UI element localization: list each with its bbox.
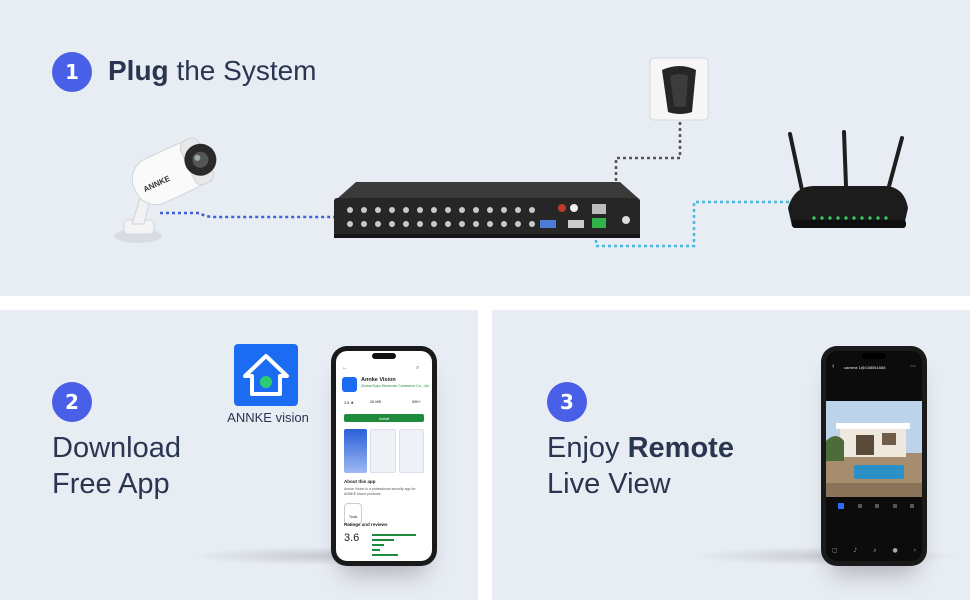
store-size: 26 MB bbox=[370, 400, 381, 404]
screenshot-2 bbox=[370, 429, 396, 473]
about-heading: About this app bbox=[344, 479, 376, 484]
step-3-title-line2: Live View bbox=[547, 468, 671, 500]
back-chevron-icon[interactable]: ‹ bbox=[832, 363, 835, 370]
rating-bar-5 bbox=[372, 534, 416, 536]
screenshot-3 bbox=[398, 429, 424, 473]
rating-bar-3 bbox=[372, 544, 384, 546]
step-2-title: Download Free App bbox=[52, 430, 181, 502]
phone-notch bbox=[372, 353, 396, 359]
power-adapter-icon bbox=[649, 57, 709, 121]
router-icon bbox=[788, 130, 908, 228]
category-tag[interactable]: Tools bbox=[344, 503, 363, 525]
app-store-screen: ← ⌕ Annke Vision Zhuhai Dayu Electronic … bbox=[336, 351, 432, 561]
channel-3[interactable] bbox=[875, 504, 879, 508]
forward-icon[interactable]: › bbox=[913, 547, 916, 554]
search-icon[interactable]: ⌕ bbox=[416, 365, 420, 371]
step-2-badge: 2 bbox=[52, 382, 92, 422]
about-text: Annke Vision is a professional security … bbox=[344, 487, 416, 496]
channel-1[interactable] bbox=[838, 503, 844, 509]
channel-selector[interactable] bbox=[838, 503, 914, 509]
control-bar: ▢ ♪ ⌕ ● › bbox=[832, 547, 916, 555]
record-icon[interactable]: ● bbox=[892, 547, 898, 554]
step-1-title-bold: Plug bbox=[108, 55, 169, 86]
channel-5[interactable] bbox=[910, 504, 914, 508]
rating-bar-1 bbox=[372, 554, 398, 556]
more-icon[interactable]: ⋯ bbox=[910, 364, 916, 370]
phone-notch-right bbox=[862, 353, 886, 359]
install-label: Install bbox=[378, 415, 390, 421]
power-cable bbox=[614, 110, 682, 200]
app-icon-label: ANNKE vision bbox=[227, 410, 309, 425]
back-arrow-icon[interactable]: ← bbox=[342, 365, 348, 371]
category-tag-label: Tools bbox=[349, 515, 358, 519]
step-1-title-rest: the System bbox=[168, 55, 317, 86]
step-3-title: Enjoy Remote Live View bbox=[547, 430, 734, 502]
coax-cable bbox=[160, 211, 355, 219]
rating-bar-4 bbox=[372, 539, 394, 541]
rating-bars bbox=[372, 534, 426, 558]
lan-cable bbox=[594, 200, 790, 248]
channel-4[interactable] bbox=[892, 504, 897, 508]
rating-big: 3.6 bbox=[344, 532, 360, 544]
app-home-icon bbox=[243, 354, 289, 396]
step-1-title: Plug the System bbox=[108, 55, 317, 87]
app-icon[interactable] bbox=[234, 344, 298, 406]
rating-bar-2 bbox=[372, 549, 380, 551]
phone-app-store: ← ⌕ Annke Vision Zhuhai Dayu Electronic … bbox=[331, 346, 437, 566]
install-button[interactable]: Install bbox=[344, 414, 424, 422]
step-3-title-bold: Remote bbox=[627, 432, 734, 464]
step-3-title-line1: Enjoy Remote bbox=[547, 430, 734, 466]
channel-2[interactable] bbox=[857, 504, 862, 508]
store-app-name: Annke Vision bbox=[361, 377, 396, 383]
mic-icon[interactable]: ♪ bbox=[853, 547, 858, 554]
live-view-screen: ‹ camera 1@C68551688 ⋯ ▢ bbox=[826, 351, 922, 561]
ratings-heading: Ratings and reviews bbox=[344, 522, 388, 527]
step-2-title-line1: Download bbox=[52, 432, 181, 464]
store-rating: 3.6 ★ bbox=[344, 401, 354, 405]
camera-name: camera 1@C68551688 bbox=[844, 365, 886, 370]
connection-lines bbox=[160, 110, 790, 248]
step-3-badge: 3 bbox=[547, 382, 587, 422]
store-developer[interactable]: Zhuhai Dayu Electronic Commerce Co., Ltd… bbox=[361, 384, 430, 388]
dvr-icon bbox=[334, 182, 640, 238]
step-2-title-line2: Free App bbox=[52, 468, 170, 500]
store-app-icon bbox=[342, 377, 357, 392]
screenshot-carousel[interactable] bbox=[344, 429, 424, 473]
plug-panel: 1 Plug the System ANNKE bbox=[0, 0, 970, 296]
live-video-feed[interactable] bbox=[826, 401, 922, 497]
zoom-icon[interactable]: ⌕ bbox=[873, 547, 877, 554]
phone-live-view: ‹ camera 1@C68551688 ⋯ ▢ bbox=[821, 346, 927, 566]
store-downloads: 50K+ bbox=[412, 400, 421, 404]
screenshot-1 bbox=[344, 429, 368, 473]
house-scene bbox=[826, 401, 922, 497]
step-1-badge: 1 bbox=[52, 52, 92, 92]
step-3-title-pre: Enjoy bbox=[547, 432, 628, 464]
camera-icon: ANNKE bbox=[114, 137, 217, 243]
screenshot-icon[interactable]: ▢ bbox=[832, 547, 838, 554]
